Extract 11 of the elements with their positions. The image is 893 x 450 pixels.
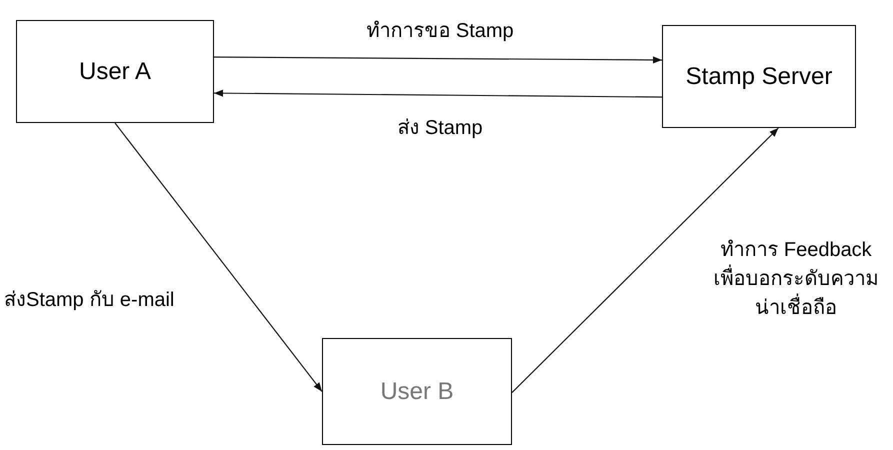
- process-box: User B: [322, 338, 512, 445]
- arrow: [114, 122, 322, 392]
- process-box: User A: [16, 20, 214, 123]
- arrow: [512, 128, 779, 393]
- process-box: Stamp Server: [662, 25, 856, 128]
- edge-label: ส่ง Stamp: [396, 116, 484, 141]
- arrow: [214, 56, 662, 64]
- arrow: [214, 90, 662, 98]
- edge-label: ทำการขอ Stamp: [365, 19, 515, 44]
- edge-label: ทำการ Feedback เพื่อบอกระดับความน่าเชื่อถือ: [712, 238, 880, 321]
- edge-label: ส่งStamp กับ e-mail: [4, 288, 176, 313]
